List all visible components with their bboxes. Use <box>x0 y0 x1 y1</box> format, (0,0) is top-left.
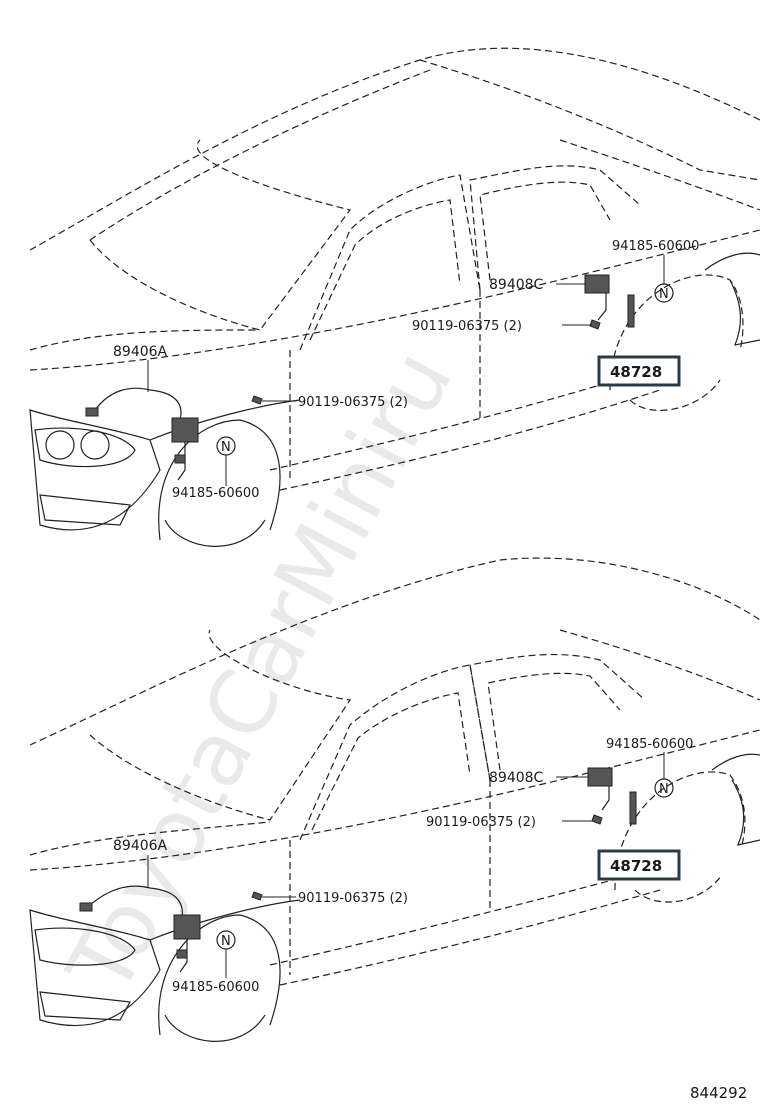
rocker <box>279 889 661 986</box>
label-assembly: 48728 <box>610 857 662 875</box>
rear-sensor-link <box>601 786 610 811</box>
front-bolt-icon <box>251 395 263 405</box>
rocker <box>279 389 661 491</box>
rear-bolt-icon <box>589 319 601 330</box>
door-frame-front <box>299 174 481 351</box>
front-sensor-link <box>177 442 186 481</box>
front-fender <box>149 899 301 941</box>
label-rear-sensor: 89408C <box>489 770 544 786</box>
front-harness <box>89 885 183 919</box>
rear-sensor-link <box>597 293 607 321</box>
hood <box>29 329 261 351</box>
headlight <box>34 927 136 966</box>
roof-line <box>29 557 760 746</box>
label-bolt-front: 90119-06375 (2) <box>298 395 408 410</box>
label-nut-front: 94185-60600 <box>172 980 259 995</box>
label-bolt-rear: 90119-06375 (2) <box>426 815 536 830</box>
window-front <box>311 692 471 831</box>
label-bolt-front: 90119-06375 (2) <box>298 891 408 906</box>
label-nut-rear: 94185-60600 <box>612 239 699 254</box>
roof-line <box>29 47 760 251</box>
body-side-upper <box>29 229 760 371</box>
front-link-bolt <box>174 454 186 464</box>
front-fascia <box>29 409 161 531</box>
front-fender <box>149 399 301 441</box>
grille <box>39 991 131 1021</box>
label-front-sensor: 89406A <box>113 344 168 360</box>
label-nut-rear: 94185-60600 <box>606 737 693 752</box>
figure-number: 844292 <box>690 1084 747 1102</box>
assembly-callout-box <box>597 355 681 387</box>
window-rear <box>487 672 621 771</box>
rear-link-rod <box>627 294 635 328</box>
car-view-top: N N 89406A 89408C 90119-06375 (2) 90119-… <box>29 47 760 547</box>
front-bolt-icon <box>251 891 263 901</box>
windshield <box>89 629 352 821</box>
front-wheel-arch <box>158 914 281 1036</box>
car-view-bottom: N N 89406A 89408C 90119-06375 (2) 90119-… <box>29 557 760 1042</box>
front-wheel <box>164 1014 266 1042</box>
front-height-sensor <box>171 417 199 443</box>
front-sensor-link <box>179 939 188 973</box>
nut-mark-rear-text: N <box>659 287 669 302</box>
grille <box>39 494 131 526</box>
headlight <box>34 427 136 468</box>
label-nut-front: 94185-60600 <box>172 486 259 501</box>
rear-height-sensor <box>587 767 613 787</box>
rear-height-sensor <box>584 274 610 294</box>
front-wheel <box>164 519 266 547</box>
rear-wheel <box>629 379 721 411</box>
rear-link-rod <box>629 791 637 825</box>
rear-bolt-icon <box>591 814 603 825</box>
label-front-sensor: 89406A <box>113 838 168 854</box>
front-fascia <box>29 909 161 1027</box>
body-side-lower <box>269 869 651 966</box>
front-harness <box>94 387 182 421</box>
door-frame-rear <box>469 653 646 781</box>
rear-wheel-arch <box>609 274 744 391</box>
assembly-callout-box <box>597 849 681 881</box>
front-connector <box>85 407 99 417</box>
rear-wheel <box>634 874 723 903</box>
window-front <box>309 199 461 341</box>
door-frame-rear <box>469 165 641 291</box>
front-wheel-arch <box>158 419 281 541</box>
window-rear <box>479 181 611 281</box>
roofline-inner <box>89 69 431 241</box>
headlight-lens-1 <box>45 430 75 460</box>
rear-bumper <box>704 252 760 271</box>
body-side-upper <box>29 729 760 871</box>
hood <box>29 821 271 856</box>
trunk-line <box>559 139 760 211</box>
label-bolt-rear: 90119-06375 (2) <box>412 319 522 334</box>
rear-bumper <box>711 753 760 771</box>
front-link-bolt <box>176 949 188 959</box>
label-rear-sensor: 89408C <box>489 277 544 293</box>
nut-mark-front-text: N <box>221 934 231 949</box>
nut-mark-rear-text: N <box>659 782 669 797</box>
rear-fender-solid <box>731 779 760 846</box>
windshield <box>89 139 352 331</box>
roof-rear <box>419 59 760 181</box>
rear-fender-solid <box>729 279 760 346</box>
front-connector <box>79 902 93 912</box>
door-frame-front <box>299 664 491 841</box>
rear-wheel-arch <box>614 771 746 891</box>
label-assembly: 48728 <box>610 363 662 381</box>
headlight-lens-2 <box>80 430 110 460</box>
nut-mark-front-text: N <box>221 440 231 455</box>
front-height-sensor <box>173 914 201 940</box>
trunk-line <box>559 629 760 701</box>
